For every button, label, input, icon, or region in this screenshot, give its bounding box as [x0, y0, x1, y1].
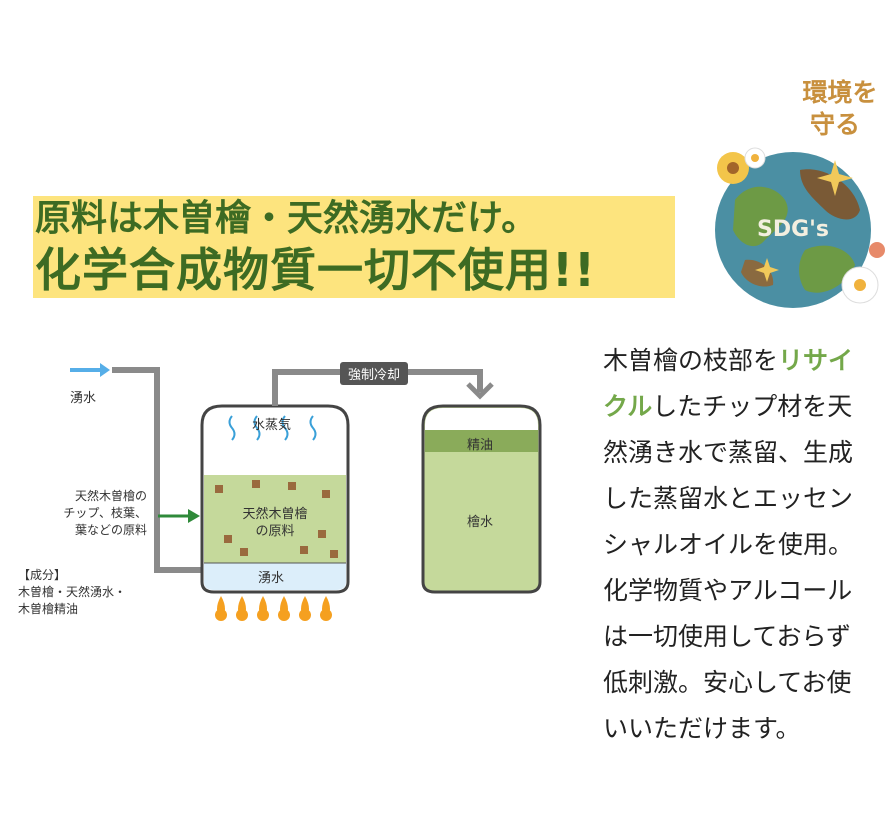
still-tank: [200, 404, 350, 594]
sdg-globe-illustration: SDG's: [715, 147, 885, 308]
water-pipe: [112, 367, 205, 573]
forced-cooling-tag: 強制冷却: [340, 362, 409, 385]
badge-caption-line-2: 守る: [809, 110, 860, 139]
steam-label: 水蒸気: [252, 418, 292, 433]
badge-caption-line-1: 環境を: [802, 78, 878, 107]
components-title: 【成分】: [18, 568, 67, 582]
tank-water-label: 湧水: [258, 571, 285, 586]
desc-line: 低刺激。安心してお使: [603, 668, 852, 697]
components-line-2: 木曽檜精油: [18, 602, 79, 616]
desc-highlight: リサイ: [778, 346, 854, 375]
material-label-3: 葉などの原料: [74, 523, 147, 537]
material-label: 天然木曽檜の チップ、枝葉、 葉などの原料: [37, 488, 147, 539]
material-label-1: 天然木曽檜の: [74, 489, 147, 503]
components-line-1: 木曽檜・天然湧水・: [18, 585, 127, 599]
desc-line: 化学物質やアルコール: [603, 576, 853, 605]
desc-text: したチップ材を天: [652, 392, 853, 421]
desc-line: は一切使用しておらず: [603, 622, 852, 651]
components-list: 【成分】 木曽檜・天然湧水・ 木曽檜精油: [18, 567, 126, 618]
distillation-diagram: [70, 363, 542, 621]
hinoki-water-label: 檜水: [467, 515, 494, 530]
material-label-2: チップ、枝葉、: [63, 506, 147, 520]
essential-oil-label: 精油: [467, 438, 494, 453]
desc-line: 然湧き水で蒸留、生成: [603, 438, 854, 467]
desc-line: した蒸留水とエッセン: [603, 484, 854, 513]
spring-water-label: 湧水: [70, 391, 97, 406]
receiver-tank: [421, 404, 542, 594]
description-text: 木曽檜の枝部をリサイ クルしたチップ材を天 然湧き水で蒸留、生成 した蒸留水とエ…: [603, 338, 890, 752]
desc-text: 木曽檜の枝部を: [603, 346, 779, 375]
raw-material-line-2: の原料: [255, 524, 295, 539]
headline-line-2: 化学合成物質一切不使用!!: [33, 242, 675, 298]
desc-line: シャルオイルを使用。: [603, 530, 854, 559]
desc-highlight: クル: [603, 392, 653, 421]
desc-line: いいただけます。: [603, 714, 801, 743]
raw-material-line-1: 天然木曽檜: [242, 507, 308, 522]
raw-material-label: 天然木曽檜 の原料: [230, 506, 320, 540]
headline-line-1: 原料は木曽檜・天然湧水だけ。: [33, 196, 675, 242]
burner-flames: [215, 596, 332, 621]
globe-sdgs-text: SDG's: [757, 217, 829, 242]
